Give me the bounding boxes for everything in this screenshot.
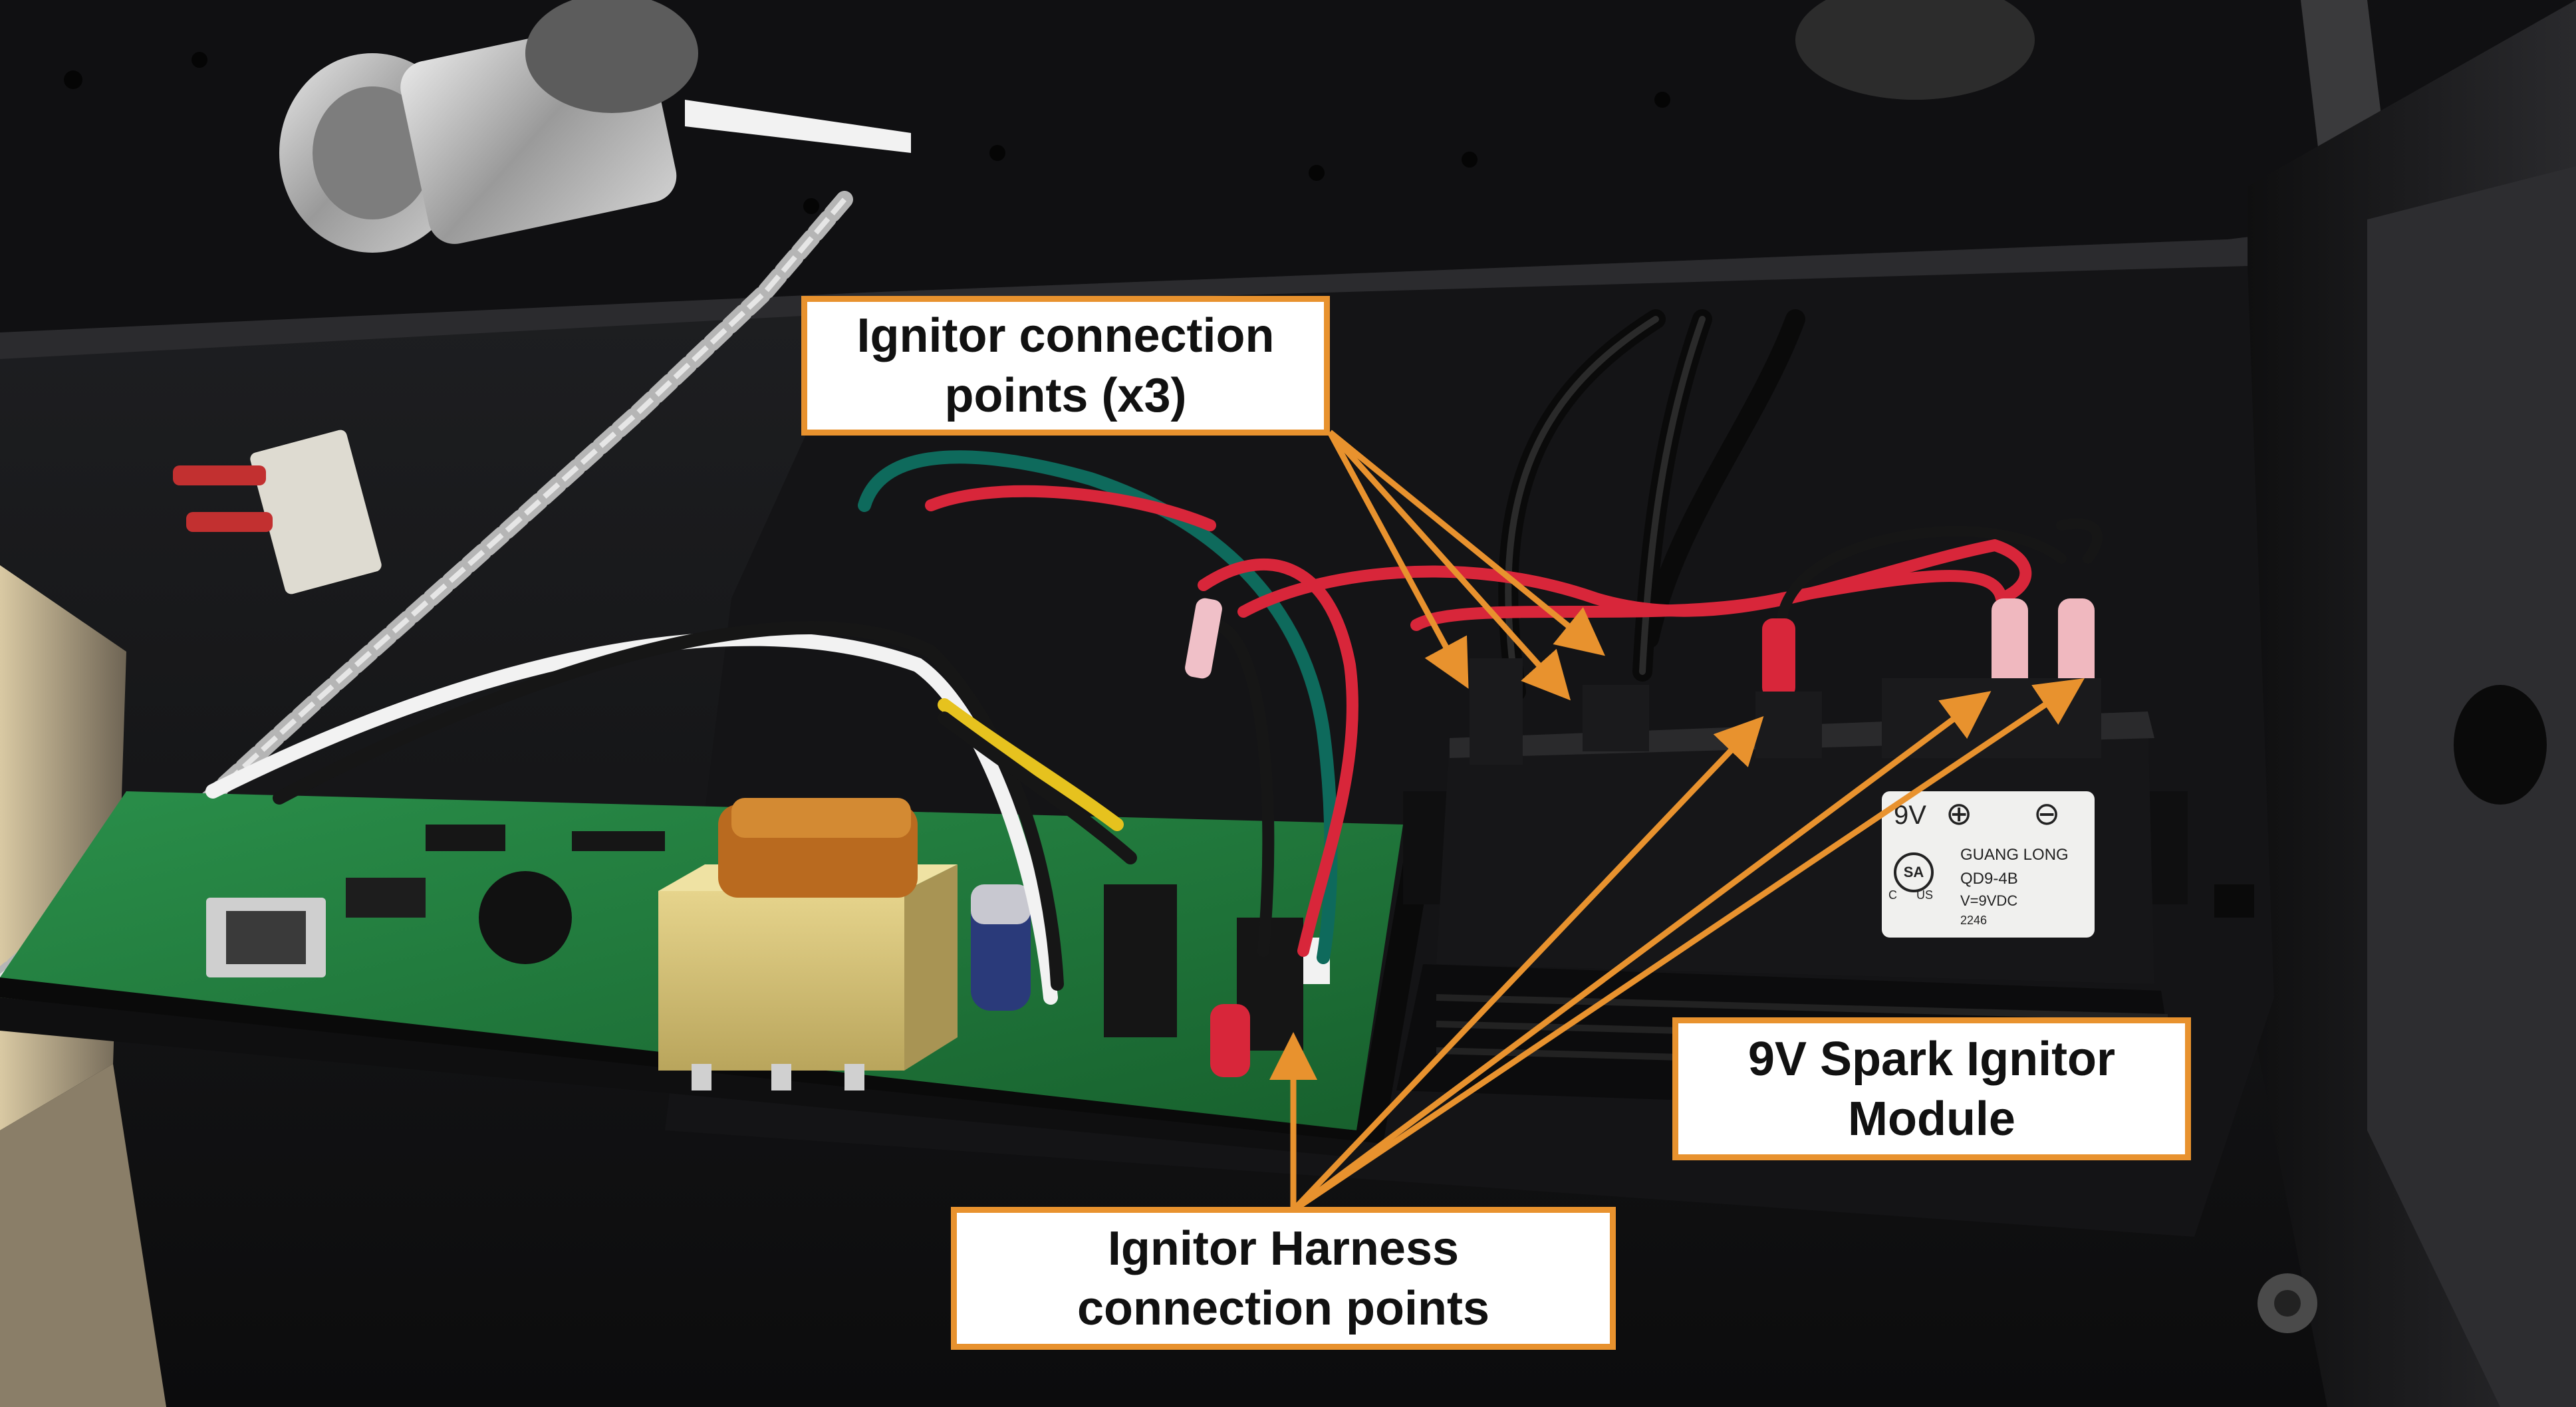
minus-symbol: ⊖ [2033, 795, 2061, 832]
csa-logo: SA [1894, 852, 1934, 892]
gas-valve [279, 0, 911, 253]
callout-harness-points-text: Ignitor Harness connection points [1077, 1221, 1489, 1335]
arrow-ignitor-3 [1328, 430, 1605, 656]
callout-module-text: 9V Spark Ignitor Module [1747, 1032, 2116, 1146]
arrow-ignitor-2 [1327, 430, 1571, 701]
module-label: 9V ⊕ ⊖ SA C US GUANG LONG QD9-4B V=9VDC … [1887, 795, 2089, 935]
arrow-harness-2 [1291, 691, 1992, 1213]
callout-ignitor-points: Ignitor connection points (x3) [801, 296, 1330, 436]
cert-us: US [1916, 888, 1934, 902]
transformer [658, 798, 958, 1090]
rating-text: V=9VDC [1960, 892, 2018, 909]
csa-text: SA [1903, 864, 1924, 880]
plus-symbol: ⊕ [1946, 795, 1973, 832]
code-text: 2246 [1960, 914, 1988, 927]
model-text: QD9-4B [1960, 870, 2018, 888]
arrow-harness-3 [1291, 678, 2085, 1213]
arrow-ignitor-1 [1327, 430, 1469, 689]
brand-text: GUANG LONG [1960, 846, 2069, 864]
arrow-harness-1 [1291, 715, 1764, 1213]
cert-c: C [1888, 888, 1897, 902]
callout-harness-points: Ignitor Harness connection points [951, 1207, 1616, 1350]
callout-module: 9V Spark Ignitor Module [1672, 1017, 2191, 1160]
callout-ignitor-points-text: Ignitor connection points (x3) [856, 309, 1275, 422]
